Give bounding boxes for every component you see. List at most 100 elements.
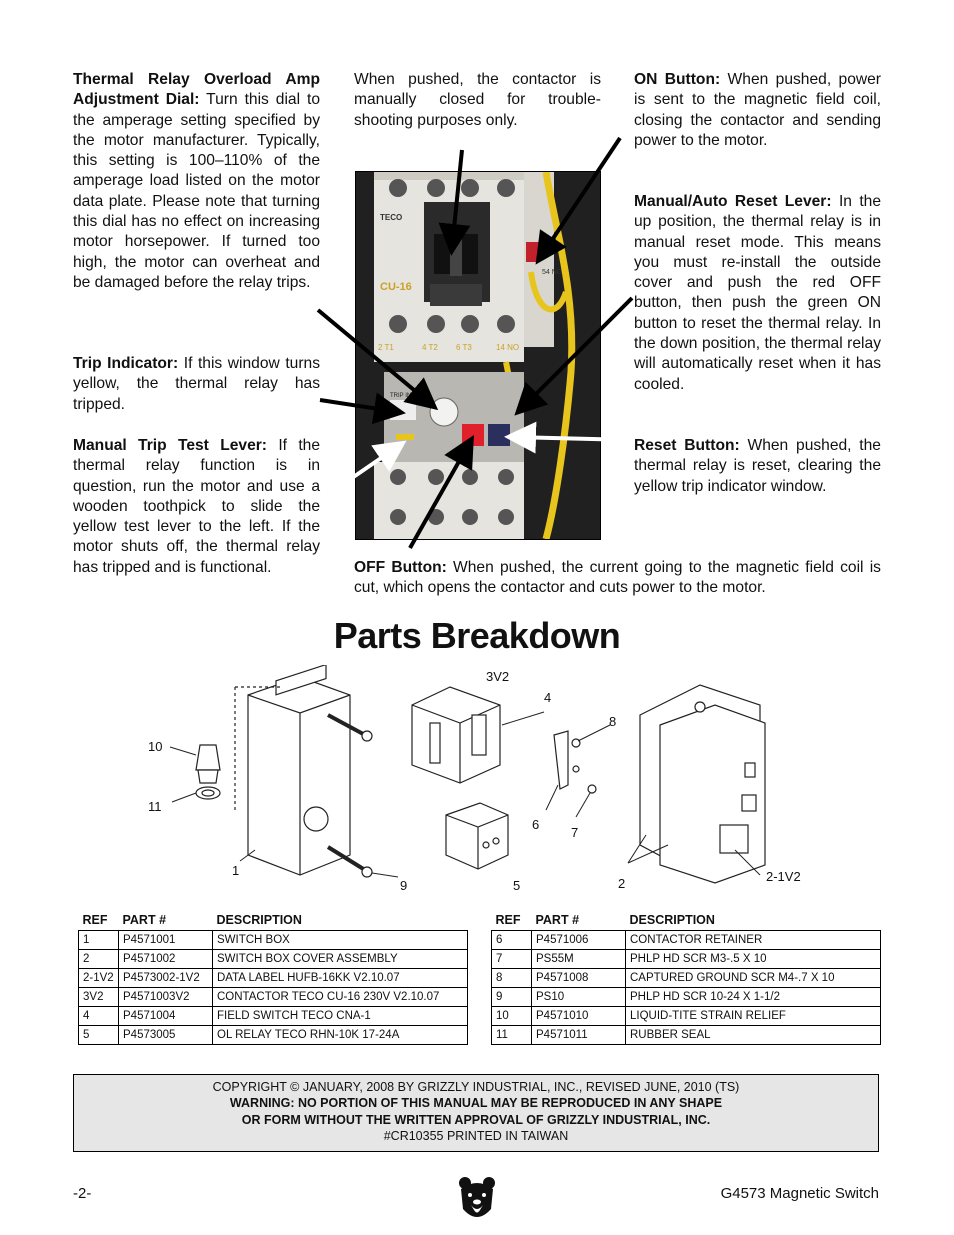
cell-part-number: P4571004 — [118, 1006, 213, 1026]
cell-ref: 4 — [78, 1006, 119, 1026]
cell-description: PHLP HD SCR M3-.5 X 10 — [625, 949, 881, 969]
cell-description: PHLP HD SCR 10-24 X 1-1/2 — [625, 987, 881, 1007]
cell-description: SWITCH BOX — [212, 930, 468, 950]
catalog-line: #CR10355 PRINTED IN TAIWAN — [383, 1129, 569, 1144]
callout-10: 10 — [148, 739, 162, 754]
callout-11: 11 — [148, 799, 162, 814]
cell-description: LIQUID-TITE STRAIN RELIEF — [625, 1006, 881, 1026]
callout-off-button: OFF Button: When pushed, the current goi… — [354, 559, 881, 597]
cell-description: FIELD SWITCH TECO CNA-1 — [212, 1006, 468, 1026]
callout-3v2: 3V2 — [486, 669, 509, 684]
cell-ref: 7 — [491, 949, 532, 969]
cell-part-number: P4571006 — [531, 930, 626, 950]
callout-9: 9 — [400, 878, 407, 893]
cell-ref: 2 — [78, 949, 119, 969]
callout-trip-test: Manual Trip Test Lever: If the thermal r… — [73, 437, 320, 576]
retainer-drawing — [553, 730, 569, 790]
photo-brand-label: TECO — [380, 213, 402, 222]
callout-1: 1 — [232, 863, 239, 878]
col-ref: REF — [495, 913, 521, 927]
cell-ref: 6 — [491, 930, 532, 950]
thermal-relay-drawing — [445, 802, 509, 870]
cell-part-number: P4571003V2 — [118, 987, 213, 1007]
col-desc: DESCRIPTION — [216, 913, 302, 927]
callout-6: 6 — [532, 817, 539, 832]
cell-description: CONTACTOR RETAINER — [625, 930, 881, 950]
photo-no14-label: 14 NO — [496, 343, 519, 352]
callout-2: 2 — [618, 876, 625, 891]
callout-trip-indicator: Trip Indicator: If this window turns yel… — [73, 355, 320, 413]
warning-line: WARNING: NO PORTION OF THIS MANUAL MAY B… — [229, 1096, 723, 1111]
callout-4: 4 — [544, 690, 551, 705]
callout-8: 8 — [609, 714, 616, 729]
callout-manual-close: When pushed, the contactor is manually c… — [354, 71, 601, 129]
callout-reset-button: Reset Button: When pushed, the thermal r… — [634, 437, 881, 495]
cell-description: CAPTURED GROUND SCR M4-.7 X 10 — [625, 968, 881, 988]
switch-photo: TECO CU-16 2 T1 4 T2 6 T3 14 NO 54 NO TR… — [355, 171, 601, 540]
callout-5: 5 — [513, 878, 520, 893]
cell-description: OL RELAY TECO RHN-10K 17-24A — [212, 1025, 468, 1045]
cell-description: SWITCH BOX COVER ASSEMBLY — [212, 949, 468, 969]
cell-ref: 10 — [491, 1006, 532, 1026]
cell-ref: 11 — [491, 1025, 532, 1045]
section-title: Parts Breakdown — [333, 615, 621, 656]
cell-ref: 5 — [78, 1025, 119, 1045]
bear-logo-icon — [459, 1177, 495, 1217]
cell-part-number: PS55M — [531, 949, 626, 969]
photo-trip-label: TRIP IND. — [390, 393, 418, 399]
callout-thermal-dial: Thermal Relay Overload Amp Adjustment Di… — [73, 71, 321, 291]
switch-box-drawing — [247, 676, 351, 876]
col-part: PART # — [535, 913, 580, 927]
callout-on-button: ON Button: When pushed, power is sent to… — [634, 71, 882, 149]
col-ref: REF — [82, 913, 108, 927]
product-name: G4573 Magnetic Switch — [720, 1185, 879, 1202]
col-part: PART # — [122, 913, 167, 927]
cell-ref: 1 — [78, 930, 119, 950]
photo-t1-label: 2 T1 — [378, 343, 394, 352]
cell-part-number: P4573002-1V2 — [118, 968, 213, 988]
cell-part-number: P4571010 — [531, 1006, 626, 1026]
parts-diagram: 10 11 1 9 3V2 4 8 6 7 5 2 2-1V2 — [148, 665, 801, 893]
cell-description: CONTACTOR TECO CU-16 230V V2.10.07 — [212, 987, 468, 1007]
page-number: -2- — [73, 1185, 92, 1202]
photo-t2-label: 4 T2 — [422, 343, 438, 352]
cell-ref: 9 — [491, 987, 532, 1007]
cell-part-number: P4571011 — [531, 1025, 626, 1045]
cell-ref: 2-1V2 — [78, 968, 119, 988]
col-desc: DESCRIPTION — [629, 913, 715, 927]
cell-description: RUBBER SEAL — [625, 1025, 881, 1045]
cell-ref: 8 — [491, 968, 532, 988]
cell-part-number: P4573005 — [118, 1025, 213, 1045]
callout-reset-lever: Manual/Auto Reset Lever: In the up posit… — [634, 193, 881, 393]
copyright-line: COPYRIGHT © JANUARY, 2008 BY GRIZZLY IND… — [212, 1080, 740, 1094]
photo-no54-label: 54 NO — [542, 269, 563, 276]
photo-t3-label: 6 T3 — [456, 343, 472, 352]
cell-part-number: P4571001 — [118, 930, 213, 950]
cell-part-number: P4571008 — [531, 968, 626, 988]
cell-part-number: P4571002 — [118, 949, 213, 969]
callout-2-1v2: 2-1V2 — [766, 869, 801, 884]
callout-7: 7 — [571, 825, 578, 840]
switch-photo-illustration: TECO CU-16 2 T1 4 T2 6 T3 14 NO 54 NO TR… — [356, 172, 600, 539]
copyright-box: COPYRIGHT © JANUARY, 2008 BY GRIZZLY IND… — [73, 1074, 879, 1152]
strain-relief-drawing — [195, 744, 221, 771]
contactor-drawing — [411, 686, 501, 784]
cell-ref: 3V2 — [78, 987, 119, 1007]
warning-line: OR FORM WITHOUT THE WRITTEN APPROVAL OF … — [241, 1112, 711, 1127]
photo-model-label: CU-16 — [380, 281, 412, 293]
cell-description: DATA LABEL HUFB-16KK V2.10.07 — [212, 968, 468, 988]
